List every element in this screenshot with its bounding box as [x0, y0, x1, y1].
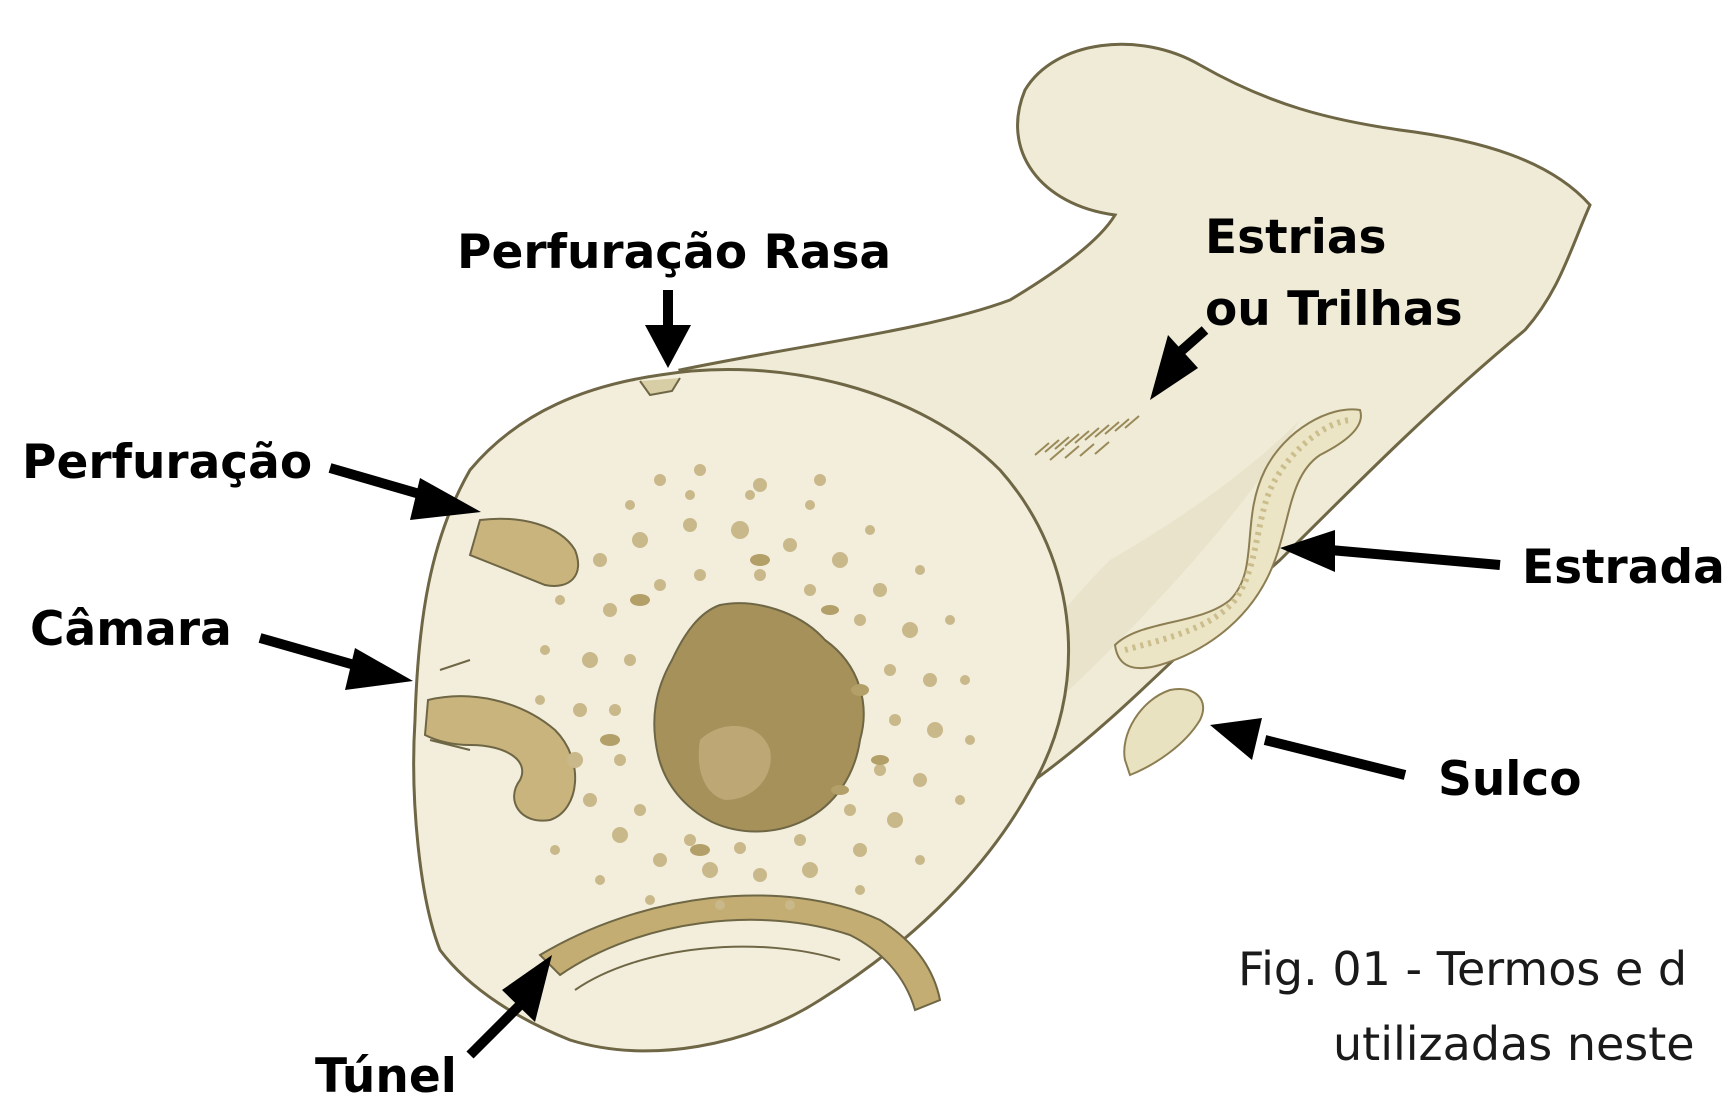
arrow-groove: [1210, 718, 1405, 775]
label-tunnel: Túnel: [315, 1049, 457, 1104]
figure-caption-line2: utilizadas neste: [1333, 1017, 1695, 1071]
label-striations-line1: Estrias: [1205, 210, 1387, 265]
label-road: Estrada: [1522, 540, 1724, 595]
label-shallow-perforation: Perfuração Rasa: [457, 225, 891, 280]
label-striations-line2: ou Trilhas: [1205, 282, 1463, 337]
arrow-road: [1280, 530, 1500, 572]
arrow-chamber: [260, 638, 413, 690]
groove: [1124, 689, 1203, 775]
label-chamber: Câmara: [30, 602, 232, 657]
figure-caption-line1: Fig. 01 - Termos e d: [1238, 942, 1687, 996]
cross-section: [414, 369, 1069, 1050]
label-perforation: Perfuração: [22, 435, 312, 490]
arrow-shallow-perforation: [645, 290, 691, 368]
label-groove: Sulco: [1438, 752, 1582, 807]
